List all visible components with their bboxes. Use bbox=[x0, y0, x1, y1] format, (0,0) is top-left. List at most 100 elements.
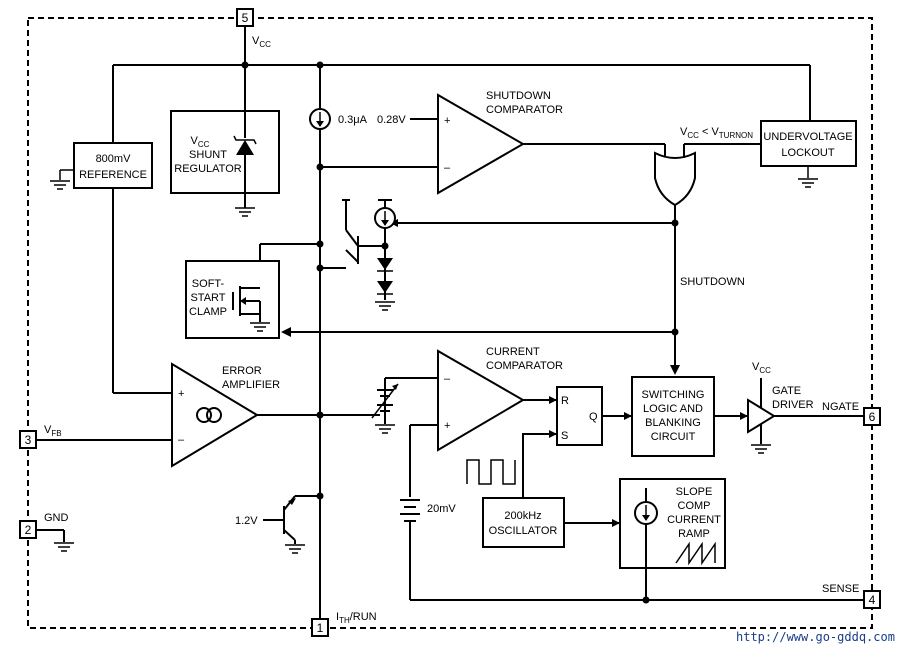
svg-text:5: 5 bbox=[242, 11, 249, 25]
error-amplifier-label-2: AMPLIFIER bbox=[222, 379, 280, 391]
pin-5-vcc: 5 bbox=[236, 8, 254, 27]
node-dot bbox=[316, 240, 324, 248]
svg-text:BLANKING: BLANKING bbox=[645, 417, 701, 429]
slope-comp-block: SLOPE COMP CURRENT RAMP bbox=[619, 478, 726, 569]
svg-text:S: S bbox=[561, 430, 568, 442]
current-comparator-label-2: COMPARATOR bbox=[486, 360, 563, 372]
ground-icon bbox=[285, 544, 305, 554]
diode-icon bbox=[377, 258, 393, 272]
offset-20mv-label: 20mV bbox=[427, 503, 456, 515]
arrow-icon bbox=[670, 365, 680, 375]
svg-text:3: 3 bbox=[25, 433, 32, 447]
ground-icon bbox=[375, 301, 395, 311]
chip-boundary bbox=[27, 17, 873, 629]
svg-text:200kHz: 200kHz bbox=[504, 510, 541, 522]
svg-text:CLAMP: CLAMP bbox=[189, 306, 227, 318]
svg-text:SHUNT: SHUNT bbox=[189, 149, 227, 161]
pin-4-sense: 4 bbox=[863, 590, 881, 609]
svg-text:CIRCUIT: CIRCUIT bbox=[651, 431, 696, 443]
variable-offset-icon bbox=[371, 378, 399, 434]
mosfet-icon bbox=[232, 286, 261, 322]
current-source-icon bbox=[374, 207, 396, 229]
gate-driver-label-2: DRIVER bbox=[772, 399, 814, 411]
pin-3-vfb: 3 bbox=[19, 430, 37, 449]
svg-text:+: + bbox=[178, 388, 184, 400]
shutdown-comparator-label-1: SHUTDOWN bbox=[486, 90, 551, 102]
node-dot bbox=[241, 61, 249, 69]
switching-logic-block: SWITCHING LOGIC AND BLANKING CIRCUIT bbox=[631, 376, 715, 457]
svg-text:–: – bbox=[178, 434, 185, 446]
ngate-label: NGATE bbox=[822, 401, 859, 413]
driver-vcc-label: VCC bbox=[752, 361, 771, 375]
node-dot bbox=[671, 328, 679, 336]
svg-text:2: 2 bbox=[25, 523, 32, 537]
gate-driver-label-1: GATE bbox=[772, 385, 801, 397]
ith-run-label: ITH/RUN bbox=[336, 611, 377, 625]
watermark-url: http://www.go-gddq.com bbox=[736, 630, 895, 644]
current-comparator-label-1: CURRENT bbox=[486, 346, 540, 358]
svg-text:UNDERVOLTAGE: UNDERVOLTAGE bbox=[763, 131, 852, 143]
gate-driver bbox=[747, 378, 776, 444]
ground-icon bbox=[50, 169, 74, 190]
vcc-bus-wires bbox=[112, 26, 811, 619]
zener-diode-icon bbox=[233, 111, 257, 208]
diode-icon bbox=[377, 281, 393, 295]
svg-text:SOFT-: SOFT- bbox=[192, 278, 225, 290]
clamp-voltage-label: 1.2V bbox=[235, 515, 258, 527]
svg-text:R: R bbox=[561, 395, 569, 407]
svg-text:–: – bbox=[444, 162, 451, 174]
battery-20mv-icon bbox=[400, 499, 420, 522]
sense-label: SENSE bbox=[822, 583, 859, 595]
vcc-label: VCC bbox=[252, 35, 271, 49]
ground-icon bbox=[751, 444, 771, 454]
arrow-icon bbox=[549, 396, 557, 404]
sawtooth-icon bbox=[675, 541, 716, 566]
svg-text:START: START bbox=[190, 292, 225, 304]
rs-latch: R S Q bbox=[556, 386, 603, 446]
svg-text:+: + bbox=[444, 115, 450, 127]
arrow-icon bbox=[624, 412, 632, 420]
node-dot bbox=[316, 264, 324, 272]
oscillator-200khz: 200kHz OSCILLATOR bbox=[482, 497, 565, 548]
reference-800mv: 800mV REFERENCE bbox=[73, 142, 153, 189]
arrow-icon bbox=[740, 412, 748, 420]
current-comparator: – + bbox=[437, 349, 525, 452]
svg-text:OSCILLATOR: OSCILLATOR bbox=[489, 525, 558, 537]
current-source-icon bbox=[309, 108, 331, 130]
gnd-label: GND bbox=[44, 512, 69, 524]
error-amplifier-label-1: ERROR bbox=[222, 365, 262, 377]
pin-6-ngate: 6 bbox=[863, 407, 881, 426]
arrow-icon bbox=[281, 327, 291, 337]
arrow-icon bbox=[549, 430, 557, 438]
svg-text:COMP: COMP bbox=[678, 500, 711, 512]
wire bbox=[522, 433, 557, 498]
node-dot bbox=[316, 61, 324, 69]
or-gate bbox=[654, 151, 696, 207]
current-source-label: 0.3μA bbox=[338, 114, 368, 126]
svg-text:VCC: VCC bbox=[191, 135, 210, 149]
svg-text:REGULATOR: REGULATOR bbox=[174, 163, 241, 175]
svg-text:+: + bbox=[444, 420, 450, 432]
svg-text:SLOPE: SLOPE bbox=[676, 486, 713, 498]
square-wave-icon bbox=[466, 459, 516, 485]
arrow-icon bbox=[612, 519, 620, 527]
svg-text:LOCKOUT: LOCKOUT bbox=[781, 147, 834, 159]
vcc-shunt-regulator: VCC SHUNT REGULATOR bbox=[170, 110, 280, 194]
pnp-transistor-icon bbox=[342, 199, 385, 264]
svg-text:800mV: 800mV bbox=[96, 153, 132, 165]
ground-icon bbox=[250, 322, 270, 332]
pin-1-ith-run: 1 bbox=[311, 618, 329, 637]
ground-icon bbox=[235, 207, 255, 217]
node-dot bbox=[316, 163, 324, 171]
vfb-label: VFB bbox=[44, 424, 62, 438]
svg-text:SWITCHING: SWITCHING bbox=[642, 389, 705, 401]
node-dot bbox=[381, 242, 389, 250]
shutdown-ref-label: 0.28V bbox=[377, 114, 406, 126]
svg-text:REFERENCE: REFERENCE bbox=[79, 169, 147, 181]
node-dot bbox=[316, 411, 324, 419]
error-amplifier: + – bbox=[171, 362, 259, 468]
svg-text:Q: Q bbox=[589, 411, 598, 423]
shutdown-comparator: + – bbox=[437, 93, 526, 195]
